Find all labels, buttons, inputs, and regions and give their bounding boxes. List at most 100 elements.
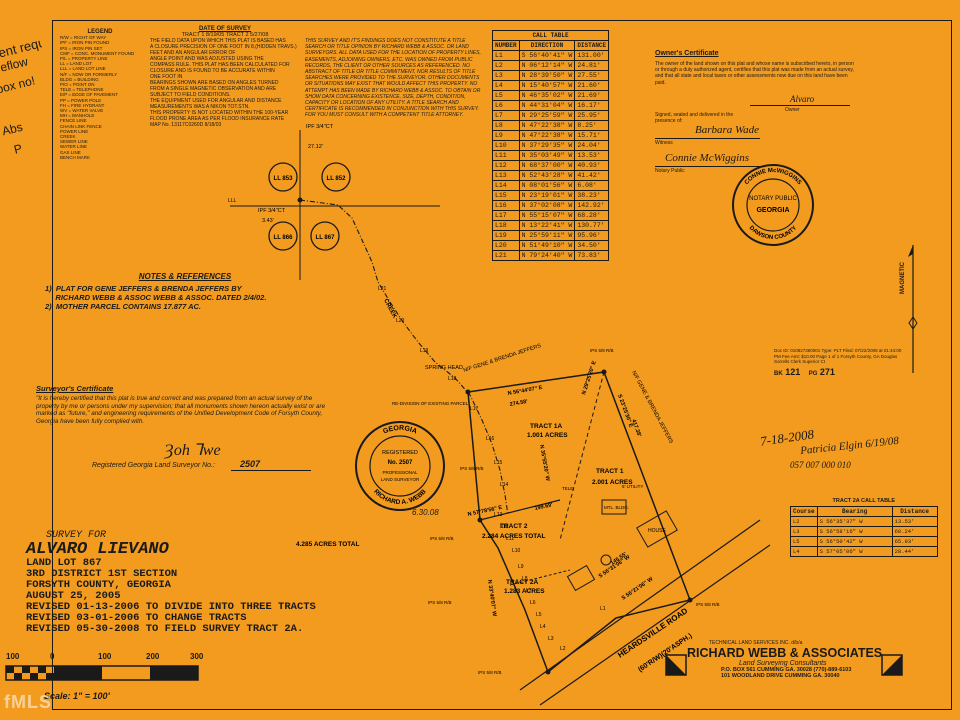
tele-label: TELE.	[562, 486, 575, 491]
page-number: 271	[819, 366, 835, 377]
course-label: L8	[522, 576, 528, 582]
course-label: L16	[486, 436, 495, 442]
legend-item: N/F = NOW OR FORMERLY	[60, 71, 118, 77]
notary-signature: Connie McWiggins	[665, 152, 750, 164]
approval-marks: 057 007 000 010	[790, 460, 851, 470]
seal-date: 6.30.08	[412, 508, 439, 517]
fmls-watermark: fMLS	[4, 692, 52, 712]
witness-label: Witness	[655, 140, 673, 146]
survey-note-line: FROM A SINGLE MAGNETIC OBSERVATION AND A…	[150, 86, 277, 92]
legend-item: IPF = IRON PIN FOUND	[60, 40, 110, 46]
tract2-acres: 2.284 ACRES TOTAL	[482, 533, 545, 540]
tract2a-label: TRACT 2A	[506, 579, 538, 586]
land-lot-853-circle	[268, 162, 298, 192]
creek-traverse-line	[299, 199, 509, 516]
heardsville-road	[519, 519, 771, 706]
ips-label-5: IPS 5/8 R/B	[696, 602, 720, 607]
legend-item: IPS = IRON PIN SET	[60, 45, 103, 51]
iron-pin-1	[601, 369, 607, 375]
legend-item: BENCH MARK	[60, 154, 91, 160]
call-direction: N 79°24'40" W	[518, 250, 576, 261]
owners-certificate-text: The owner of the land shown on this plat…	[655, 61, 854, 86]
spring-head-label: SPRING HEAD	[425, 365, 463, 371]
survey-note-line: COMPASS RULE. THIS PLAT HAS BEEN CALCULA…	[150, 62, 290, 68]
tract2a-distance: 60.24'	[891, 526, 938, 537]
survey-note-line: ONE FOOT IN	[150, 74, 183, 80]
company-logo-right-icon	[881, 654, 903, 676]
company-block: TECHNICAL LAND SERVICES INC. d/b/a RICHA…	[665, 640, 905, 679]
title-block: SURVEY FOR ALVARO LIEVANO LAND LOT 867 3…	[20, 530, 316, 635]
house-building	[636, 510, 678, 548]
survey-notes: DATE OF SURVEY TRACT 1 8/19/05 TRACT 2 5…	[150, 26, 300, 128]
tract2a-acres: 1.283 ACRES	[504, 588, 545, 595]
course-label: L3	[548, 636, 554, 642]
ipf1-distance: 27.12'	[308, 144, 323, 150]
tract2-label: TRACT 2	[500, 523, 528, 530]
land-lot-852-circle	[321, 162, 351, 192]
legend-item: FENCE LINE	[60, 118, 87, 124]
legend-item: BLDG = BUILDING	[60, 76, 99, 82]
survey-note-line: ANGLE POINT AND WAS ADJUSTED USING THE	[150, 56, 264, 62]
surveyor-certificate: Surveyor's Certificate "It is hereby cer…	[36, 384, 336, 471]
land-lot-853: LL 853	[274, 176, 294, 182]
scale-tick-label: 100	[6, 652, 20, 661]
lll-label: LLL	[228, 198, 237, 204]
north-arrow-icon	[908, 245, 918, 373]
legend-item: CREEK	[60, 134, 76, 140]
course-labels: L1L2L3L4L5L6L7L8L9L10L11L12L13L14L15L16L…	[378, 286, 606, 652]
witness-signature: Barbara Wade	[695, 124, 760, 136]
survey-note-line: CLOSURE AND IS FOUND TO BE ACCURATE WITH…	[150, 68, 275, 74]
course-label: L21	[378, 286, 387, 292]
land-lot-867: LL 867	[316, 235, 336, 241]
surveyor-signature-icon: Ȝoh Ꞁwe	[164, 442, 221, 459]
land-lot: LAND LOT 867	[26, 557, 102, 569]
survey-note-line: MAP No. 13117C0260D 8/18/03	[150, 122, 222, 128]
surveyor-seal: GEORGIA RICHARD A. WEBB REGISTERED No. 2…	[355, 421, 445, 511]
course-label: L20	[396, 318, 405, 324]
surveyor-certificate-text: "It is hereby certified that this plat i…	[36, 395, 326, 425]
call-distance: 73.83'	[574, 250, 610, 261]
scale-tick-label: 300	[190, 652, 204, 661]
disclaimer: THIS SURVEY AND IT'S FINDINGS DOES NOT C…	[305, 38, 481, 119]
tract-divider-1	[559, 371, 605, 541]
ipf2-distance: 3.43'	[262, 218, 274, 224]
legend-title: LEGEND	[87, 29, 113, 35]
course-label: L5	[536, 612, 542, 618]
land-lot-lines	[230, 130, 440, 280]
land-lot-866-circle	[268, 221, 298, 251]
notes-items: 1) PLAT FOR GENE JEFFERS & BRENDA JEFFER…	[45, 284, 365, 311]
survey-note-line: MEASUREMENTS WAS A NIKON TOT.STN.	[150, 104, 250, 110]
legend-item: SEWER LINE	[60, 139, 88, 145]
course-label: L6	[530, 600, 536, 606]
legend-item: P/O = POINT ON	[60, 82, 95, 88]
course-label: L14	[500, 482, 509, 488]
client-name: ALVARO LIEVANO	[26, 540, 169, 559]
company-name: RICHARD WEBB & ASSOCIATES	[687, 646, 883, 660]
legend-item: POWER LINE	[60, 128, 89, 134]
company-logo-left-icon	[665, 654, 687, 676]
legend-item: PP = POWER POLE	[60, 97, 102, 103]
bearing-west-line: N 33°40'07" W	[486, 579, 497, 617]
seal-state: GEORGIA	[382, 425, 418, 436]
tract2a-header-course: Course	[790, 506, 818, 517]
iron-pin-4	[477, 517, 483, 523]
tract2a-distance: 65.93'	[891, 536, 938, 547]
course-label: L1	[600, 606, 606, 612]
re-division-label: RE-DIVISION OF EXISTING PARCEL	[392, 401, 469, 406]
utility-label: 5' UTILITY	[622, 484, 643, 489]
book-number: 121	[785, 366, 801, 377]
tract2a-course: L4	[790, 546, 818, 557]
svg-text:RICHARD A. WEBB: RICHARD A. WEBB	[372, 488, 428, 506]
revision-line: REVISED 05-30-2008 TO FIELD SURVEY TRACT…	[26, 623, 304, 635]
survey-note-line: FEET AND AN ANGULAR ERROR OF	[150, 50, 236, 56]
book-label: BK	[774, 370, 783, 377]
